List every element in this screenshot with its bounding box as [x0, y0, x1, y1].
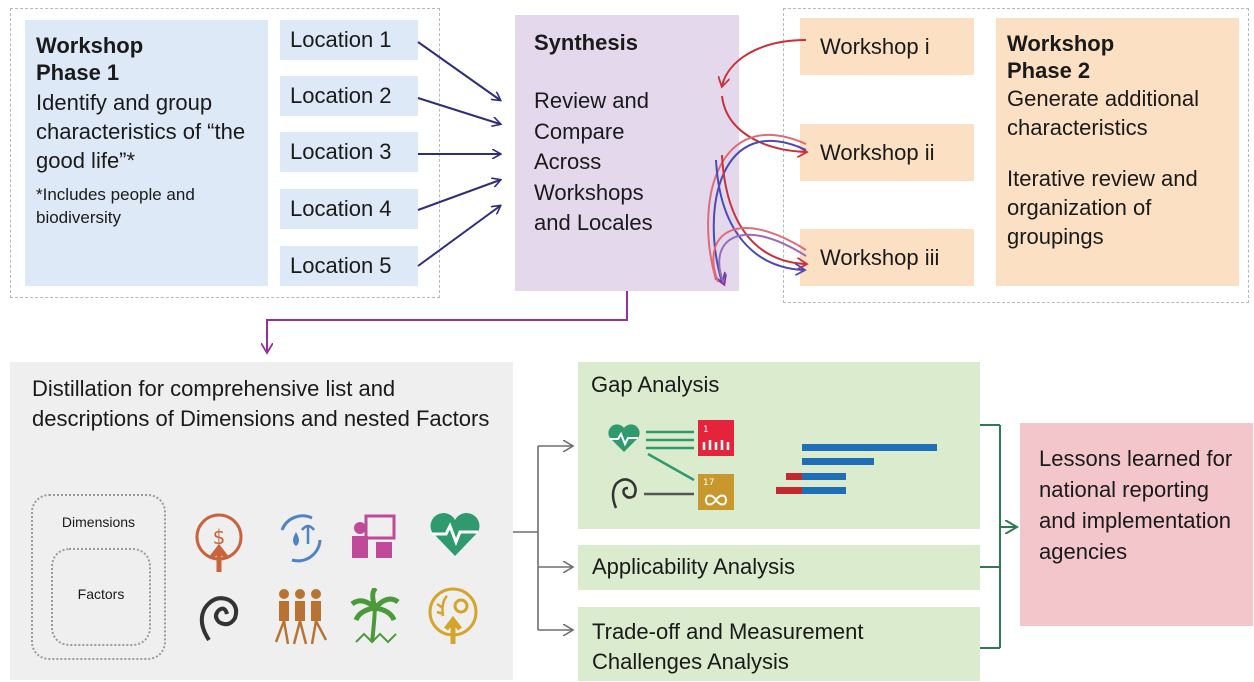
- phase2-title-line1: Workshop: [1007, 31, 1115, 56]
- tradeoff-box: Trade-off and Measurement Challenges Ana…: [578, 607, 980, 681]
- sdg-1-label: 1: [703, 425, 709, 435]
- lessons-text: Lessons learned for national reporting a…: [1039, 446, 1233, 564]
- koru-fern-icon: [611, 478, 637, 509]
- bar-4: [776, 487, 846, 494]
- heart-icon: [608, 424, 640, 452]
- heart-icon: [430, 513, 480, 556]
- money-growth-icon: $: [195, 513, 243, 572]
- dimensions-outline: Dimensions Factors: [31, 494, 166, 660]
- phase1-title-line1: Workshop: [36, 33, 144, 58]
- bar-4-gap: [776, 487, 802, 494]
- analyses-to-lessons-arrows: [980, 424, 1016, 649]
- applicability-title: Applicability Analysis: [592, 554, 795, 579]
- koru-fern-icon: [199, 596, 239, 642]
- phase2-box: Workshop Phase 2 Generate additional cha…: [996, 18, 1239, 286]
- factors-outline: Factors: [51, 548, 151, 646]
- workshop-ii: Workshop ii: [800, 124, 974, 181]
- bar-1: [802, 444, 937, 451]
- sdg-1-icon: 1: [698, 420, 734, 456]
- food-security-icon: [428, 587, 478, 644]
- phase1-note: *Includes people and biodiversity: [36, 185, 195, 227]
- distillation-text: Distillation for comprehensive list and …: [32, 376, 490, 431]
- sdg-17-label: 17: [703, 478, 714, 488]
- palm-tree-icon: [350, 588, 400, 644]
- distillation-branch-arrows: [513, 446, 572, 630]
- gap-analysis-graphic: 1 17: [608, 420, 937, 510]
- tradeoff-title: Trade-off and Measurement Challenges Ana…: [592, 619, 864, 674]
- location-3: Location 3: [280, 132, 418, 172]
- phase1-description: Identify and group characteristics of “t…: [36, 90, 246, 173]
- bar-3: [786, 473, 846, 480]
- phase2-description-1: Generate additional characteristics: [1007, 86, 1200, 140]
- synthesis-title: Synthesis: [534, 30, 638, 55]
- location-4: Location 4: [280, 189, 418, 229]
- phase2-title-line2: Phase 2: [1007, 58, 1091, 83]
- water-cycle-icon: [280, 514, 322, 563]
- svg-text:$: $: [213, 525, 226, 549]
- teaching-icon: [352, 514, 396, 558]
- phase2-description-2: Iterative review and organization of gro…: [1007, 166, 1198, 249]
- bar-2: [802, 458, 874, 465]
- distillation-box: Distillation for comprehensive list and …: [10, 362, 513, 680]
- location-1: Location 1: [280, 20, 418, 60]
- people-roots-icon: [274, 589, 328, 645]
- bar-3-gap: [786, 473, 802, 480]
- phase1-title-line2: Phase 1: [36, 60, 120, 85]
- applicability-box: Applicability Analysis: [578, 545, 980, 590]
- workshop-iii: Workshop iii: [800, 229, 974, 286]
- location-2: Location 2: [280, 76, 418, 116]
- location-5: Location 5: [280, 246, 418, 286]
- factors-label: Factors: [77, 586, 125, 602]
- dimensions-label: Dimensions: [61, 514, 136, 530]
- gap-analysis-title: Gap Analysis: [591, 372, 720, 397]
- phase1-box: Workshop Phase 1 Identify and group char…: [25, 20, 268, 286]
- synthesis-description: Review and Compare Across Workshops and …: [534, 88, 653, 235]
- sdg-17-icon: 17: [698, 474, 734, 510]
- workshop-i: Workshop i: [800, 18, 974, 75]
- synthesis-to-distillation-arrow: [267, 291, 628, 352]
- synthesis-box: Synthesis Review and Compare Across Work…: [515, 15, 739, 291]
- lessons-box: Lessons learned for national reporting a…: [1020, 423, 1253, 626]
